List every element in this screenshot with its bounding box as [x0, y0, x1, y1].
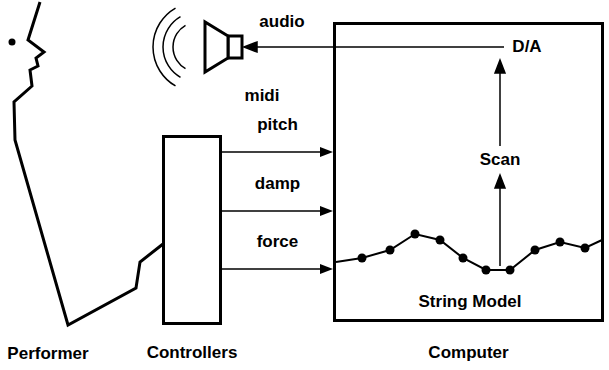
- signal-arrow: [222, 147, 333, 157]
- performer-label: Performer: [7, 344, 88, 364]
- sound-wave: [163, 17, 180, 78]
- scan-to-da-line: [499, 72, 501, 146]
- performer-eye: [9, 39, 16, 46]
- arrow-head: [320, 206, 333, 216]
- sound-wave: [153, 8, 175, 86]
- signal-line: [222, 268, 321, 270]
- string-mass: [531, 246, 540, 255]
- audio-arrow: [244, 42, 504, 52]
- string-mass: [482, 266, 491, 275]
- audio-line: [256, 46, 504, 48]
- process-label: Scan: [480, 150, 521, 170]
- signal-label: force: [257, 232, 299, 252]
- string-mass: [506, 266, 515, 275]
- arrow-head: [495, 60, 505, 73]
- performer-outline: [14, 2, 163, 325]
- string-to-scan-line: [499, 187, 501, 266]
- box-caption: Computer: [428, 343, 508, 363]
- string-mass: [581, 244, 590, 253]
- string-mass: [459, 254, 468, 263]
- signal-arrow: [222, 264, 333, 274]
- signal-label: audio: [259, 12, 304, 32]
- string-line: [336, 234, 602, 270]
- speaker-magnet: [228, 36, 242, 58]
- speaker-symbol: [205, 22, 242, 72]
- string-mass: [358, 254, 367, 263]
- signal-label: pitch: [257, 115, 298, 135]
- signal-line: [222, 151, 321, 153]
- string-mass: [436, 236, 445, 245]
- string-mass: [411, 230, 420, 239]
- signal-label: midi: [245, 86, 280, 106]
- computer-box: Computer: [333, 22, 604, 322]
- signal-arrow: [222, 206, 333, 216]
- arrow-head: [495, 175, 505, 188]
- arrow-head: [320, 264, 333, 274]
- sound-waves: [153, 8, 185, 86]
- arrow-head: [320, 147, 333, 157]
- model-label: String Model: [419, 292, 522, 312]
- signal-line: [222, 210, 321, 212]
- string-model-drawing: [336, 230, 602, 275]
- signal-label: damp: [255, 174, 300, 194]
- string-mass: [556, 238, 565, 247]
- sound-wave: [173, 25, 185, 68]
- controller-box: Controllers: [162, 135, 222, 325]
- speaker-cone: [205, 22, 228, 72]
- box-caption: Controllers: [147, 343, 238, 363]
- converter-label: D/A: [512, 37, 541, 57]
- performer-figure: [14, 2, 163, 325]
- string-mass: [386, 246, 395, 255]
- arrow-head: [244, 42, 257, 52]
